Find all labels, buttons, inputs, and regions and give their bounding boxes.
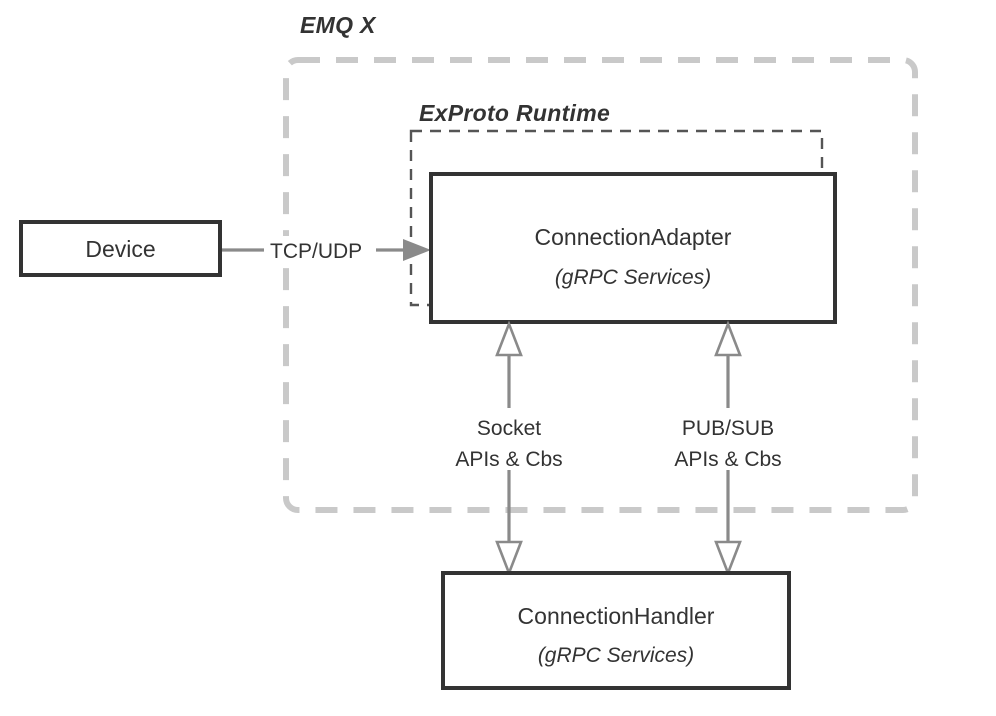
pubsub-apis-label-mask xyxy=(665,408,792,470)
pubsub-apis-arrowhead-down xyxy=(714,540,742,577)
device-box[interactable] xyxy=(19,220,222,277)
device-box-title: Device xyxy=(85,236,155,262)
exproto-group-label: ExProto Runtime xyxy=(419,100,610,126)
tcp-udp-label-mask xyxy=(264,236,376,265)
emqx-boundary xyxy=(283,57,918,513)
pubsub-apis-arrowhead-up xyxy=(714,320,742,357)
connection-handler-box[interactable] xyxy=(441,571,791,690)
connection-adapter-subtitle: (gRPC Services) xyxy=(555,266,711,289)
connection-handler-subtitle: (gRPC Services) xyxy=(538,644,694,667)
socket-apis-label-line2: APIs & Cbs xyxy=(455,448,562,471)
connection-adapter-box[interactable] xyxy=(429,172,837,324)
pubsub-apis-label-line2: APIs & Cbs xyxy=(674,448,781,471)
socket-apis-label-mask xyxy=(451,408,568,470)
device-adapter-arrowhead xyxy=(403,239,431,261)
socket-apis-arrowhead-down xyxy=(495,540,523,577)
pubsub-apis-label-line1: PUB/SUB xyxy=(682,417,774,440)
emqx-group-label: EMQ X xyxy=(300,12,377,38)
socket-apis-label-line1: Socket xyxy=(477,417,541,440)
socket-apis-arrowhead-up xyxy=(495,320,523,357)
connection-adapter-title: ConnectionAdapter xyxy=(535,224,732,250)
connection-handler-title: ConnectionHandler xyxy=(518,603,715,629)
tcp-udp-label: TCP/UDP xyxy=(270,240,362,263)
